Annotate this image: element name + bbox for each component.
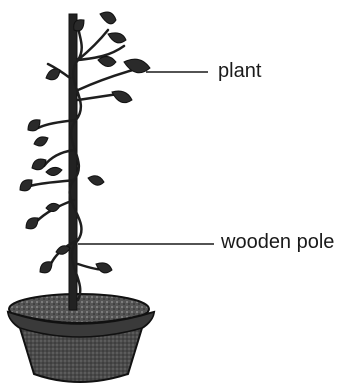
leaf: [46, 69, 60, 80]
flower-pot: [8, 294, 154, 382]
leaf: [32, 159, 46, 170]
plant-stems: [30, 22, 140, 300]
leaf: [46, 167, 62, 175]
leaf: [20, 180, 32, 191]
leaf: [34, 137, 48, 146]
plant-leaves: [20, 12, 150, 273]
leaf: [112, 91, 132, 103]
leaf: [98, 56, 116, 66]
leaf: [56, 246, 70, 255]
leaf: [40, 262, 52, 273]
leaf: [108, 33, 126, 43]
plant-label: plant: [218, 61, 261, 81]
wooden-pole-label: wooden pole: [221, 232, 334, 252]
leaf: [26, 218, 38, 229]
leaf: [100, 12, 116, 24]
leaf: [46, 203, 60, 211]
leaf: [88, 176, 104, 185]
leaf: [96, 263, 112, 273]
leaf: [74, 20, 84, 31]
